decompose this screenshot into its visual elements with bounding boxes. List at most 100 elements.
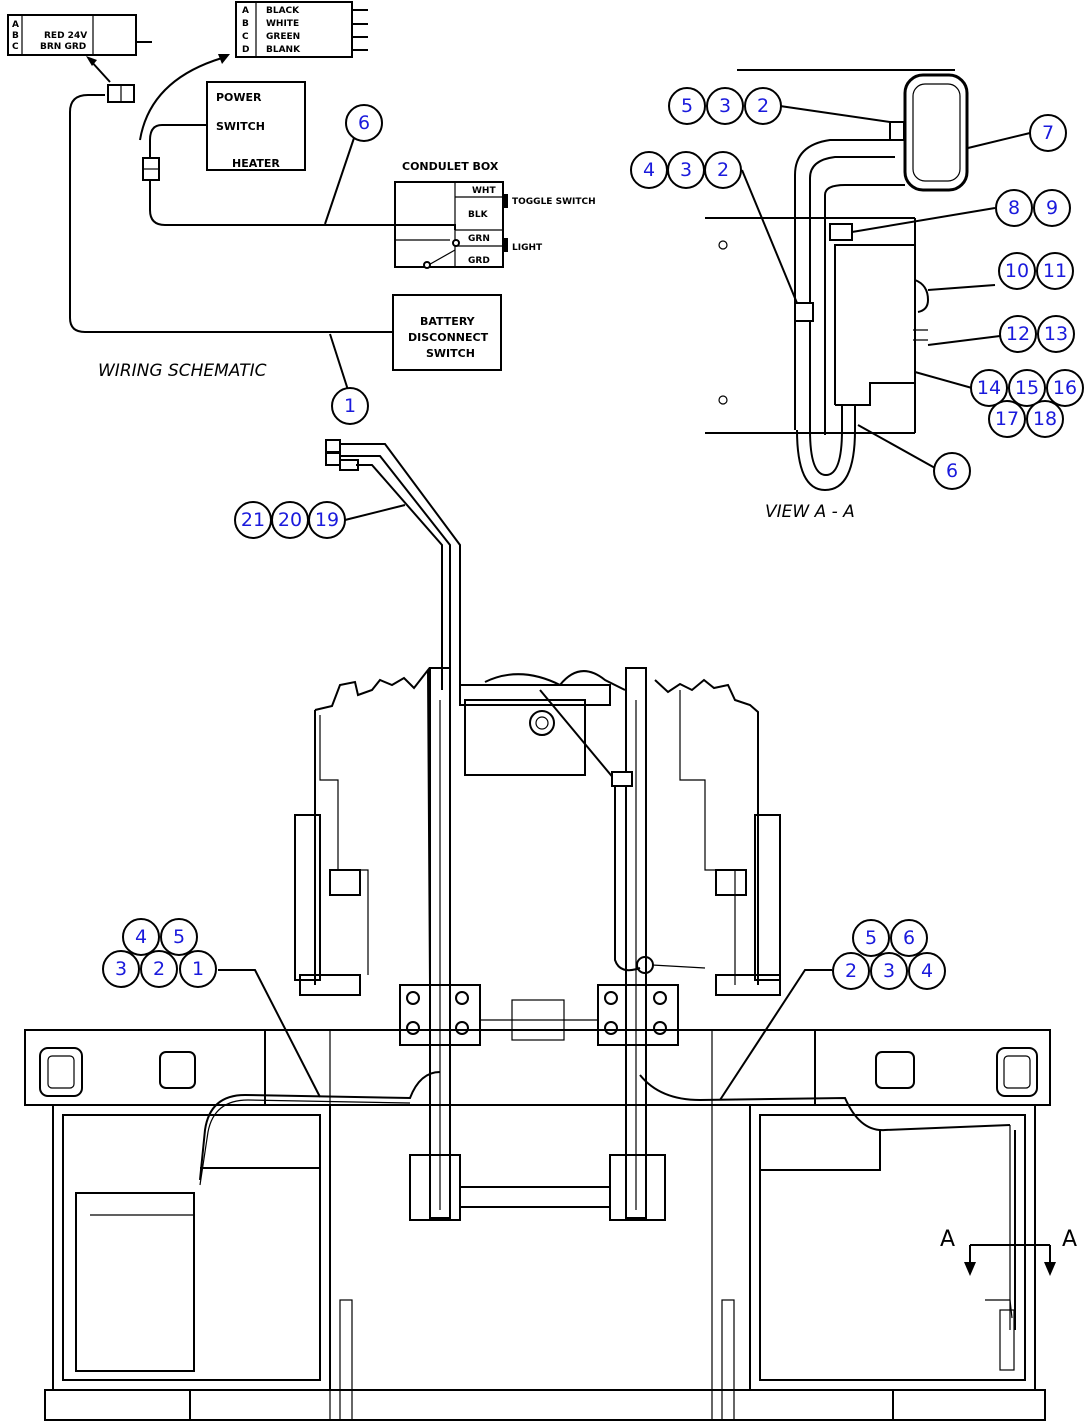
view-label: VIEW A - A xyxy=(765,502,855,522)
heater-box-line-3: HEATER xyxy=(232,157,280,170)
svg-text:14: 14 xyxy=(977,377,1001,399)
battery-box-line-3: SWITCH xyxy=(426,347,475,360)
heater-box-line-2: SWITCH xyxy=(216,120,265,133)
connector-right-pin-c: C xyxy=(242,32,249,42)
svg-text:11: 11 xyxy=(1043,260,1067,282)
svg-text:3: 3 xyxy=(680,159,692,181)
balloon-sch-6: 6 xyxy=(345,104,383,142)
balloon-view-2b: 2 xyxy=(704,151,742,189)
balloon-view-3b: 3 xyxy=(667,151,705,189)
svg-text:3: 3 xyxy=(115,958,127,980)
connector-right-color-d: BLANK xyxy=(266,45,301,55)
balloon-right-5: 5 xyxy=(852,919,890,957)
svg-text:5: 5 xyxy=(865,927,877,949)
svg-text:21: 21 xyxy=(241,509,265,531)
balloon-view-2a: 2 xyxy=(744,87,782,125)
connector-left-pin-c: C xyxy=(12,42,19,52)
svg-text:18: 18 xyxy=(1033,408,1057,430)
balloon-view-9: 9 xyxy=(1033,189,1071,227)
balloon-view-17: 17 xyxy=(988,400,1026,438)
balloon-view-10: 10 xyxy=(998,252,1036,290)
balloon-view-6: 6 xyxy=(933,452,971,490)
svg-text:15: 15 xyxy=(1015,377,1039,399)
connector-right: A B C D BLACK WHITE GREEN BLANK xyxy=(235,1,368,58)
view-a-a: VIEW A - A xyxy=(705,69,1031,522)
conduit-term-grd: GRD xyxy=(468,256,490,266)
svg-text:19: 19 xyxy=(315,509,339,531)
balloon-right-6: 6 xyxy=(890,919,928,957)
connector-right-color-c: GREEN xyxy=(266,32,300,42)
svg-text:13: 13 xyxy=(1044,323,1068,345)
balloon-left-5: 5 xyxy=(160,918,198,956)
svg-text:2: 2 xyxy=(845,960,857,982)
connector-right-pin-a: A xyxy=(242,6,249,16)
svg-text:2: 2 xyxy=(717,159,729,181)
balloon-right-2: 2 xyxy=(832,952,870,990)
battery-box-line-2: DISCONNECT xyxy=(408,331,489,344)
balloon-left-4: 4 xyxy=(122,918,160,956)
connector-left-pin-a: A xyxy=(12,20,19,30)
svg-text:5: 5 xyxy=(681,95,693,117)
balloon-left-3: 3 xyxy=(102,950,140,988)
svg-text:16: 16 xyxy=(1053,377,1077,399)
connector-left: A B C RED 24V BRN GRD xyxy=(7,14,152,56)
svg-text:10: 10 xyxy=(1005,260,1029,282)
heater-box-line-1: POWER xyxy=(216,91,262,104)
balloon-right-3: 3 xyxy=(870,952,908,990)
connector-right-color-a: BLACK xyxy=(266,6,300,16)
svg-text:4: 4 xyxy=(921,960,933,982)
conduit-toggle-label: TOGGLE SWITCH xyxy=(512,197,596,207)
wiring-schematic: A B C RED 24V BRN GRD A B C D BLACK WHIT… xyxy=(7,1,596,391)
svg-text:8: 8 xyxy=(1008,197,1020,219)
balloon-left-1: 1 xyxy=(179,950,217,988)
svg-text:4: 4 xyxy=(643,159,655,181)
balloon-view-7: 7 xyxy=(1029,114,1067,152)
battery-box-line-1: BATTERY xyxy=(420,315,476,328)
balloon-view-13: 13 xyxy=(1037,315,1075,353)
balloon-view-12: 12 xyxy=(999,315,1037,353)
conduit-term-wht: WHT xyxy=(472,186,496,196)
connector-right-pin-b: B xyxy=(242,19,249,29)
connector-left-pin-b: B xyxy=(12,31,19,41)
battery-disconnect-box: BATTERY DISCONNECT SWITCH xyxy=(392,294,502,371)
svg-text:6: 6 xyxy=(903,927,915,949)
conduit-term-blk: BLK xyxy=(468,210,489,220)
balloon-view-5: 5 xyxy=(668,87,706,125)
heater-box: POWER SWITCH HEATER xyxy=(206,81,306,171)
balloon-view-18: 18 xyxy=(1026,400,1064,438)
balloon-view-8: 8 xyxy=(995,189,1033,227)
svg-text:3: 3 xyxy=(883,960,895,982)
conduit-light-label: LIGHT xyxy=(512,243,543,253)
connector-right-color-b: WHITE xyxy=(266,19,299,29)
svg-text:5: 5 xyxy=(173,926,185,948)
svg-text:9: 9 xyxy=(1046,197,1058,219)
svg-text:12: 12 xyxy=(1006,323,1030,345)
balloon-view-14: 14 xyxy=(970,369,1008,407)
balloon-view-15: 15 xyxy=(1008,369,1046,407)
section-label-right: A xyxy=(1062,1227,1077,1252)
balloon-harness-20: 20 xyxy=(271,501,309,539)
balloon-harness-19: 19 xyxy=(308,501,346,539)
svg-text:17: 17 xyxy=(995,408,1019,430)
connector-left-line-1: RED 24V xyxy=(44,31,87,41)
balloon-view-3a: 3 xyxy=(706,87,744,125)
svg-text:3: 3 xyxy=(719,95,731,117)
wiring-schematic-label: WIRING SCHEMATIC xyxy=(98,361,267,381)
balloon-view-16: 16 xyxy=(1046,369,1084,407)
balloon-left-2: 2 xyxy=(140,950,178,988)
balloon-view-4: 4 xyxy=(630,151,668,189)
svg-text:2: 2 xyxy=(757,95,769,117)
svg-text:6: 6 xyxy=(946,460,958,482)
balloon-harness-21: 21 xyxy=(234,501,272,539)
conduit-box-title: CONDULET BOX xyxy=(402,160,499,173)
harness-connectors xyxy=(325,439,461,690)
svg-text:4: 4 xyxy=(135,926,147,948)
balloon-right-4: 4 xyxy=(908,952,946,990)
section-label-left: A xyxy=(940,1227,955,1252)
connector-left-line-2: BRN GRD xyxy=(40,42,86,52)
balloon-sch-1: 1 xyxy=(331,387,369,425)
svg-text:2: 2 xyxy=(153,958,165,980)
svg-text:1: 1 xyxy=(344,395,356,417)
machine-body: A A xyxy=(24,667,1077,1421)
